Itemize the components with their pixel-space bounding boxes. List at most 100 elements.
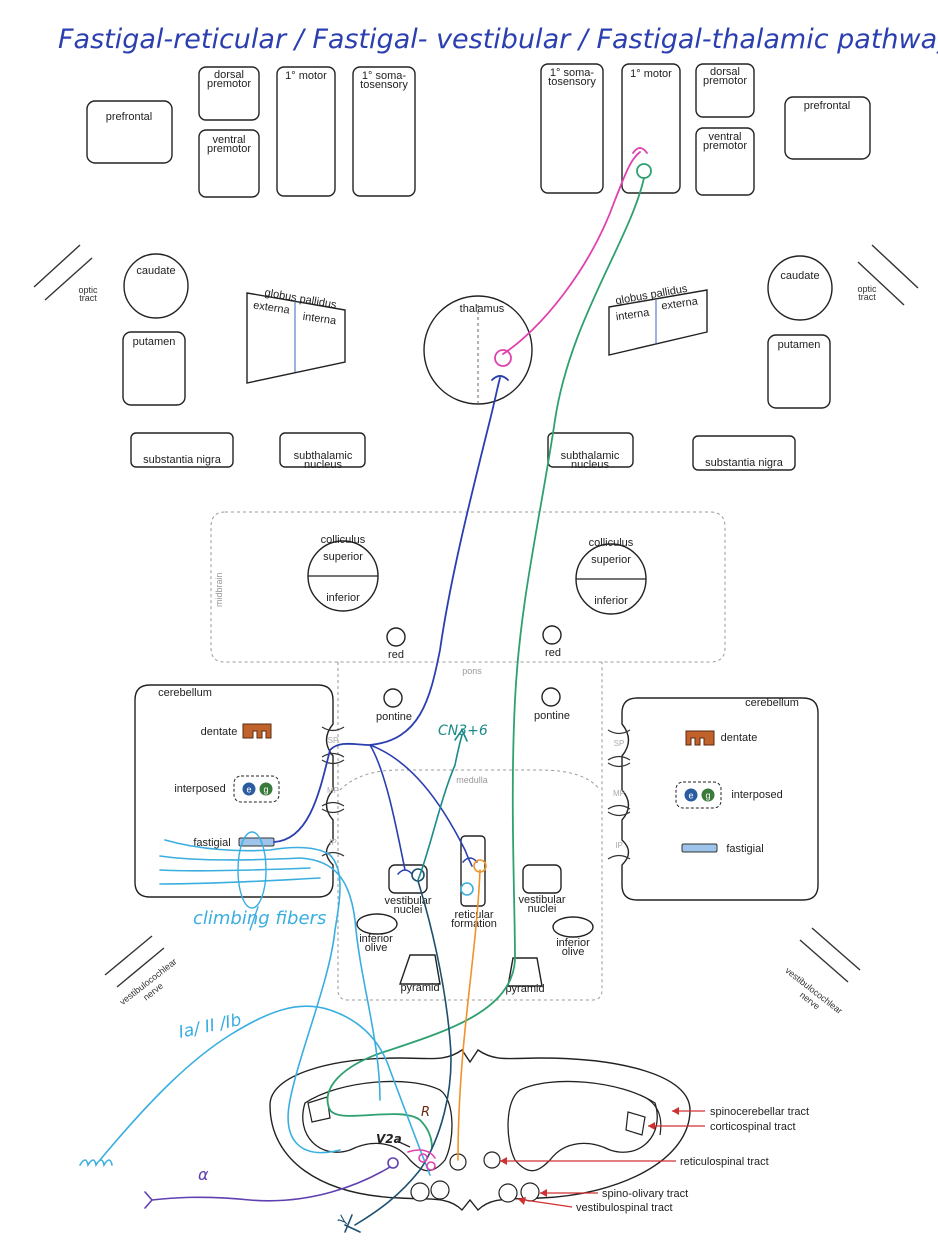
emboliform-left <box>242 782 256 796</box>
reticulospinal-right <box>483 1151 501 1169</box>
subthalamic-right <box>547 432 634 468</box>
thalamic-terminal-blue <box>491 375 509 381</box>
caudate-right-label: caudate <box>780 270 819 282</box>
ip-right-bottom <box>607 854 631 860</box>
tract-labels: spinocerebellar tract corticospinal trac… <box>500 1106 809 1214</box>
mp-right-top <box>607 762 631 768</box>
caudate-left <box>123 253 189 319</box>
sp-left-top <box>321 726 345 732</box>
putamen-right-label: putamen <box>778 339 821 351</box>
pathways <box>79 147 652 1233</box>
spino-olivary-left <box>410 1182 430 1202</box>
alpha-label: α <box>198 1165 209 1184</box>
climbing-fiber-1 <box>164 839 341 1154</box>
reticular-l2: formation <box>451 918 497 930</box>
reticulospinal-neuron <box>473 859 487 873</box>
vc-left-line2 <box>116 947 165 988</box>
somatosensory-left <box>352 66 416 197</box>
arrow-vestibulospinal <box>517 1198 573 1208</box>
optic-tract-right-l1: optic <box>857 284 877 294</box>
corticospinal-left <box>307 1096 331 1123</box>
putamen-left <box>122 331 186 406</box>
dentate-left-label: dentate <box>201 726 238 738</box>
globose-left <box>259 782 273 796</box>
substantia-nigra-left-label: substantia nigra <box>143 454 222 466</box>
reticulospinal-pathway <box>457 869 481 1161</box>
basal-ganglia-left: optic tract caudate putamen globus palli… <box>33 244 366 471</box>
reticular-neuron <box>460 882 474 896</box>
dorsal-premotor-right-l1: dorsal <box>710 66 740 78</box>
gp-right-interna: interna <box>615 307 651 324</box>
corticospinal-pathway <box>326 177 645 1149</box>
ip-right-top <box>607 811 631 817</box>
cortex-right: 1° soma- tosensory 1° motor dorsal premo… <box>540 63 871 196</box>
ia-label: Ia/ II /Ib <box>177 1010 243 1043</box>
pyramid-right <box>507 957 543 987</box>
pontine-right-label: pontine <box>534 710 570 722</box>
olive-right-l1: inferior <box>556 937 590 949</box>
sp-left-bottom <box>321 752 345 758</box>
vestibular-nuclei-left <box>388 864 428 894</box>
vestibular-left-l1: vestibular <box>384 895 431 907</box>
spinocerebellar-right <box>639 1094 662 1136</box>
ventral-premotor-left-l1: ventral <box>212 134 245 146</box>
sp-right-label: SP <box>614 739 625 748</box>
climbing-fiber-2 <box>159 855 381 1101</box>
cn-label: CN3+6 <box>438 723 488 739</box>
gp-left-externa: externa <box>252 300 291 317</box>
arrowhead-corticospinal <box>648 1122 655 1130</box>
fastigial-right-label: fastigial <box>726 843 763 855</box>
gp-left-interna: interna <box>302 311 338 328</box>
ventral-premotor-left <box>198 129 260 198</box>
mp-left-top <box>321 759 345 765</box>
globus-pallidus-left <box>246 292 346 384</box>
olive-left-l1: inferior <box>359 933 393 945</box>
globose-right <box>701 788 715 802</box>
fastigial-left-label: fastigial <box>193 837 230 849</box>
cerebellum-left-label: cerebellum <box>158 687 212 699</box>
colliculus-right-superior: superior <box>591 554 631 566</box>
corticospinal-right <box>625 1111 646 1136</box>
midbrain-label: midbrain <box>214 572 224 607</box>
colliculus-right-label: colliculus <box>589 537 634 549</box>
inferior-olive-left <box>356 913 398 935</box>
emboliform-right-label: e <box>688 791 693 801</box>
caudate-left-label: caudate <box>136 265 175 277</box>
climbing-fiber-3 <box>159 867 311 872</box>
somatosensory-left-l2: tosensory <box>360 79 408 91</box>
motor-right <box>621 63 681 194</box>
interposed-right-box <box>675 781 722 809</box>
interneuron-pathway <box>407 1149 436 1159</box>
optic-tract-left-l2: tract <box>79 293 97 303</box>
arrowhead-spinocerebellar <box>672 1107 679 1115</box>
spinocerebellar-label: spinocerebellar tract <box>710 1106 809 1118</box>
subthalamic-left-l2: nucleus <box>304 459 342 471</box>
somatosensory-right-l1: 1° soma- <box>550 67 594 79</box>
motor-right-label: 1° motor <box>630 68 672 80</box>
caudate-right <box>767 255 833 321</box>
prefrontal-right-label: prefrontal <box>804 100 850 112</box>
colliculus-left-inferior: inferior <box>326 592 360 604</box>
climbing-fibers-label: climbing fibers <box>193 908 326 929</box>
title: Fastigal-reticular / Fastigal- vestibula… <box>58 24 938 55</box>
vestibular-right-l2: nuclei <box>528 903 557 915</box>
substantia-nigra-left <box>130 432 234 468</box>
fastigio-thalamic-pathway <box>273 377 501 843</box>
climbing-fiber-bundle <box>237 831 267 909</box>
vc-right-line2 <box>811 927 861 971</box>
vestibulocochlear-nerves: vestibulocochlear nerve vestibulocochlea… <box>104 927 861 1016</box>
medulla-label: medulla <box>456 775 488 785</box>
emboliform-right <box>684 788 698 802</box>
fastigio-reticular-pathway <box>369 744 473 867</box>
corticospinal-label: corticospinal tract <box>710 1121 796 1133</box>
reticulospinal-label: reticulospinal tract <box>680 1156 769 1168</box>
colliculus-right-inferior: inferior <box>594 595 628 607</box>
prefrontal-right <box>784 96 871 160</box>
ip-left-bottom <box>321 851 345 857</box>
climbing-fiber-pointer <box>249 906 259 931</box>
optic-tract-right-line1 <box>857 261 905 306</box>
somatosensory-right <box>540 63 604 194</box>
alpha-motor-neuron <box>387 1157 399 1169</box>
cortex-left: prefrontal dorsal premotor ventral premo… <box>86 66 416 198</box>
